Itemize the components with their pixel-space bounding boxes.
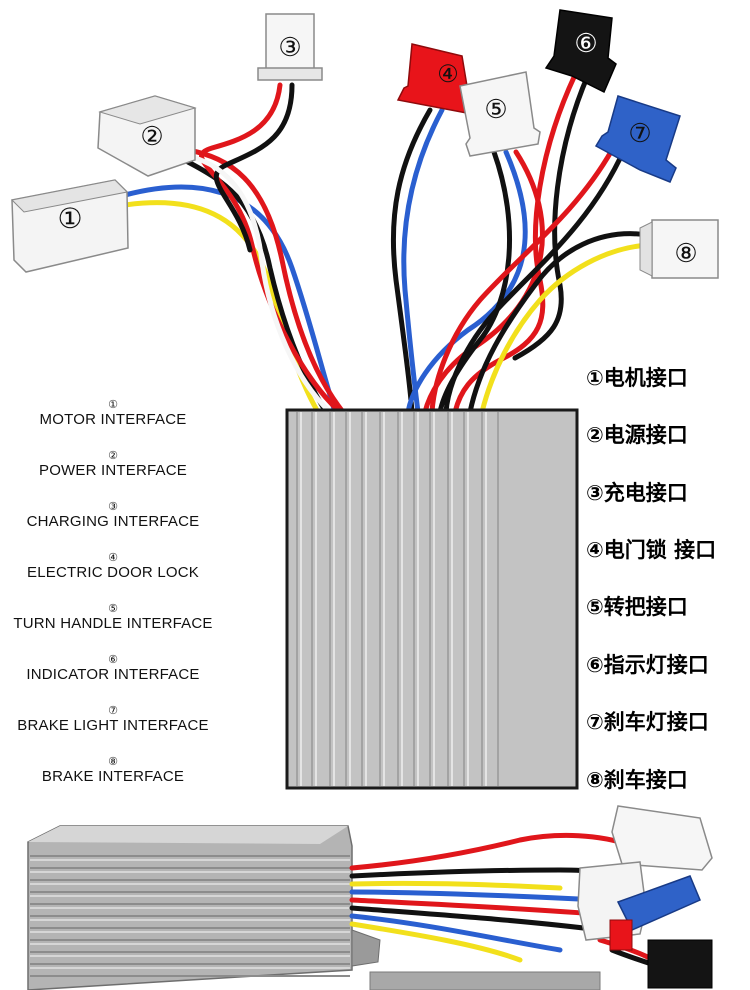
wire-5-blue bbox=[405, 149, 528, 415]
cn-label-5: ⑤转把接口 bbox=[586, 595, 688, 619]
connector-4: ④ bbox=[396, 43, 477, 115]
wire-3-red bbox=[199, 82, 343, 415]
connector-7: ⑦ bbox=[594, 95, 681, 183]
connector-4-number: ④ bbox=[437, 60, 459, 88]
wire-1-yellow bbox=[122, 200, 321, 415]
wire-group-6 bbox=[452, 72, 591, 415]
wire-3-white bbox=[185, 153, 333, 415]
controller-photo bbox=[0, 805, 750, 990]
cn-label-6: ⑥指示灯接口 bbox=[586, 653, 709, 677]
connector-5-number: ⑤ bbox=[484, 95, 507, 125]
en-label-5-number: ⑤ bbox=[108, 603, 118, 615]
wire-7-black bbox=[443, 147, 627, 415]
en-label-5: ⑤ TURN HANDLE INTERFACE bbox=[0, 603, 226, 633]
en-label-7-number: ⑦ bbox=[108, 705, 118, 717]
en-label-3-number: ③ bbox=[108, 501, 118, 513]
en-label-4-number: ④ bbox=[108, 552, 118, 564]
wire-4-black bbox=[390, 107, 433, 415]
wire-8-black bbox=[467, 231, 651, 415]
wire-group-8 bbox=[467, 231, 651, 415]
connector-8: ⑧ bbox=[639, 219, 719, 279]
connector-1: ① bbox=[10, 179, 129, 273]
en-label-2-text: POWER INTERFACE bbox=[38, 462, 187, 479]
wire-7-red bbox=[429, 147, 615, 415]
en-label-2: ② POWER INTERFACE bbox=[0, 450, 226, 480]
en-label-8-number: ⑧ bbox=[108, 756, 118, 768]
en-label-6-number: ⑥ bbox=[108, 654, 118, 666]
cn-label-3: ③充电接口 bbox=[586, 481, 688, 505]
wire-3-black bbox=[213, 82, 295, 253]
en-label-1-text: MOTOR INTERFACE bbox=[39, 411, 187, 428]
en-label-4-text: ELECTRIC DOOR LOCK bbox=[27, 564, 199, 581]
cn-label-8: ⑧刹车接口 bbox=[586, 768, 688, 792]
connector-3-number: ③ bbox=[278, 33, 301, 63]
connector-2-number: ② bbox=[140, 122, 163, 152]
en-label-6: ⑥ INDICATOR INTERFACE bbox=[0, 654, 226, 684]
connector-7-number: ⑦ bbox=[628, 119, 651, 149]
en-label-1: ① MOTOR INTERFACE bbox=[0, 399, 226, 429]
wire-1-blue bbox=[122, 184, 338, 415]
en-label-4: ④ ELECTRIC DOOR LOCK bbox=[0, 552, 226, 582]
en-label-6-text: INDICATOR INTERFACE bbox=[26, 666, 200, 683]
wire-6-black bbox=[512, 72, 591, 361]
connector-3: ③ bbox=[257, 13, 323, 81]
en-label-3: ③ CHARGING INTERFACE bbox=[0, 501, 226, 531]
cn-label-7: ⑦刹车灯接口 bbox=[586, 710, 709, 734]
connector-6-number: ⑥ bbox=[574, 29, 597, 59]
wire-group-3 bbox=[185, 82, 343, 415]
en-label-3-text: CHARGING INTERFACE bbox=[26, 513, 200, 530]
cn-label-1: ①电机接口 bbox=[586, 366, 688, 390]
wire-group-7 bbox=[429, 147, 627, 415]
en-label-8-text: BRAKE INTERFACE bbox=[41, 768, 185, 785]
en-label-8: ⑧ BRAKE INTERFACE bbox=[0, 756, 226, 786]
wire-2-red bbox=[185, 147, 346, 415]
wire-4-blue bbox=[401, 107, 445, 415]
connector-8-number: ⑧ bbox=[674, 239, 697, 269]
wire-group-4 bbox=[390, 107, 445, 415]
cn-label-4: ④电门锁 接口 bbox=[586, 538, 717, 562]
en-label-1-number: ① bbox=[108, 399, 118, 411]
en-label-7: ⑦ BRAKE LIGHT INTERFACE bbox=[0, 705, 226, 735]
cn-label-2: ②电源接口 bbox=[586, 423, 688, 447]
wire-6-red bbox=[452, 72, 578, 415]
connector-5: ⑤ bbox=[459, 71, 541, 157]
wire-8-yellow bbox=[479, 242, 651, 415]
connector-6: ⑥ bbox=[544, 9, 617, 94]
en-label-7-text: BRAKE LIGHT INTERFACE bbox=[17, 717, 209, 734]
connector-2: ② bbox=[97, 95, 197, 177]
connector-1-number: ① bbox=[57, 202, 82, 235]
en-label-5-text: TURN HANDLE INTERFACE bbox=[13, 615, 213, 632]
controller-box bbox=[285, 408, 579, 790]
en-label-2-number: ② bbox=[108, 450, 118, 462]
